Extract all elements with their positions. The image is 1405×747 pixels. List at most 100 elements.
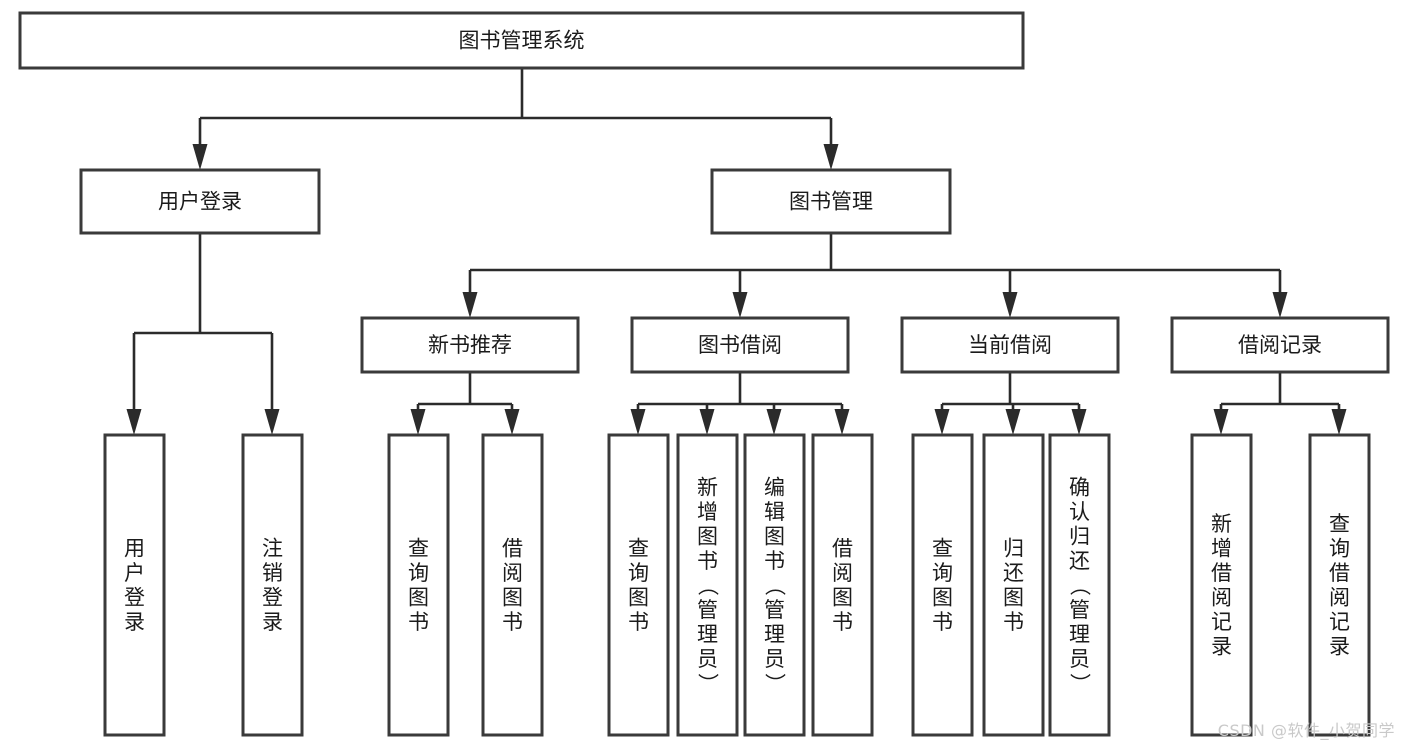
node-label-char: 借 (1329, 561, 1350, 585)
node-layer: 图书管理系统用户登录图书管理新书推荐图书借阅当前借阅借阅记录用户登录注销登录查询… (18, 11, 1390, 737)
node-book-borrow[interactable]: 图书借阅 (630, 316, 850, 374)
node-label-char: 记 (1211, 610, 1232, 634)
node-label-char: 归 (1003, 537, 1024, 561)
connector-book-borrow-to-leaves (630, 372, 850, 435)
node-label-char: 查 (628, 537, 649, 561)
node-label-char: 图 (502, 586, 523, 610)
node-label-char: 编 (764, 475, 785, 499)
node-label-char: 阅 (832, 561, 853, 585)
node-label-char: 理 (764, 622, 785, 646)
node-box-leaf-user-login[interactable] (103, 433, 166, 737)
node-label-char: 图 (408, 586, 429, 610)
node-label-char: 书 (697, 549, 718, 573)
node-borrow-record[interactable]: 借阅记录 (1170, 316, 1390, 374)
node-label-char: ） (763, 673, 787, 694)
node-box-leaf-logout[interactable] (241, 433, 304, 737)
node-label-char: 书 (764, 549, 785, 573)
node-label-char: 还 (1069, 549, 1090, 573)
node-box-new-book-recommend[interactable] (360, 316, 580, 374)
node-label-char: 图 (932, 586, 953, 610)
node-box-leaf-query-book-current[interactable] (911, 433, 974, 737)
node-label-char: 图 (1003, 586, 1024, 610)
node-label-char: 阅 (1329, 586, 1350, 610)
connector-layer (126, 68, 1347, 435)
node-box-leaf-borrow-book[interactable] (811, 433, 874, 737)
node-label-char: 图 (697, 524, 718, 548)
node-label-char: 阅 (502, 561, 523, 585)
node-label-char: 询 (408, 561, 429, 585)
node-label-borrow-record: 借阅记录 (1238, 333, 1322, 357)
node-label-char: 增 (697, 500, 718, 524)
node-box-leaf-query-book-rec[interactable] (387, 433, 450, 737)
node-label-char: 书 (502, 610, 523, 634)
node-box-root[interactable] (18, 11, 1025, 70)
node-label-char: 查 (932, 537, 953, 561)
node-label-char: 注 (262, 537, 283, 561)
node-label-char: （ (1068, 575, 1092, 596)
node-label-char: 图 (764, 524, 785, 548)
node-box-leaf-return-book[interactable] (982, 433, 1045, 737)
node-label-char: 理 (697, 622, 718, 646)
connector-root-to-level1 (192, 68, 839, 170)
node-label-char: 书 (408, 610, 429, 634)
node-label-char: 辑 (764, 500, 785, 524)
node-label-char: 录 (262, 610, 283, 634)
node-label-current-borrow: 当前借阅 (968, 333, 1052, 357)
node-box-leaf-add-borrow-record[interactable] (1190, 433, 1253, 737)
node-label-char: 员 (764, 647, 785, 671)
node-label-char: 登 (262, 586, 283, 610)
node-label-char: 录 (1329, 635, 1350, 659)
node-label-char: 阅 (1211, 586, 1232, 610)
node-box-book-borrow[interactable] (630, 316, 850, 374)
node-label-char: 借 (502, 537, 523, 561)
node-label-root: 图书管理系统 (459, 29, 585, 53)
connector-new-book-recommend-to-leaves (410, 372, 520, 435)
node-label-char: 借 (1211, 561, 1232, 585)
node-label-char: 确 (1069, 475, 1090, 499)
node-new-book-recommend[interactable]: 新书推荐 (360, 316, 580, 374)
node-label-char: 录 (1211, 635, 1232, 659)
node-box-leaf-edit-book-admin[interactable] (743, 433, 806, 737)
node-label-char: 员 (1069, 647, 1090, 671)
node-label-char: 询 (628, 561, 649, 585)
node-box-leaf-query-borrow-record[interactable] (1308, 433, 1371, 737)
node-box-user-login[interactable] (79, 168, 321, 235)
node-current-borrow[interactable]: 当前借阅 (900, 316, 1120, 374)
node-box-book-manage[interactable] (710, 168, 952, 235)
node-box-current-borrow[interactable] (900, 316, 1120, 374)
node-box-borrow-record[interactable] (1170, 316, 1390, 374)
node-user-login[interactable]: 用户登录 (79, 168, 321, 235)
node-box-leaf-borrow-book-rec[interactable] (481, 433, 544, 737)
node-label-char: 录 (124, 610, 145, 634)
node-label-user-login: 用户登录 (158, 190, 242, 214)
node-label-char: 查 (1329, 512, 1350, 536)
connector-borrow-record-to-leaves (1213, 372, 1347, 435)
node-label-char: 图 (628, 586, 649, 610)
node-box-leaf-add-book-admin[interactable] (676, 433, 739, 737)
node-label-char: 认 (1069, 500, 1090, 524)
node-book-manage[interactable]: 图书管理 (710, 168, 952, 235)
node-root[interactable]: 图书管理系统 (18, 11, 1025, 70)
node-box-leaf-confirm-return-admin[interactable] (1048, 433, 1111, 737)
node-label-char: （ (696, 575, 720, 596)
node-box-leaf-query-book-borrow[interactable] (607, 433, 670, 737)
node-label-char: 管 (764, 598, 785, 622)
node-label-char: （ (763, 575, 787, 596)
node-leaf-user-login[interactable]: 用户登录 (103, 433, 166, 737)
node-label-char: 记 (1329, 610, 1350, 634)
node-label-char: 管 (1069, 598, 1090, 622)
